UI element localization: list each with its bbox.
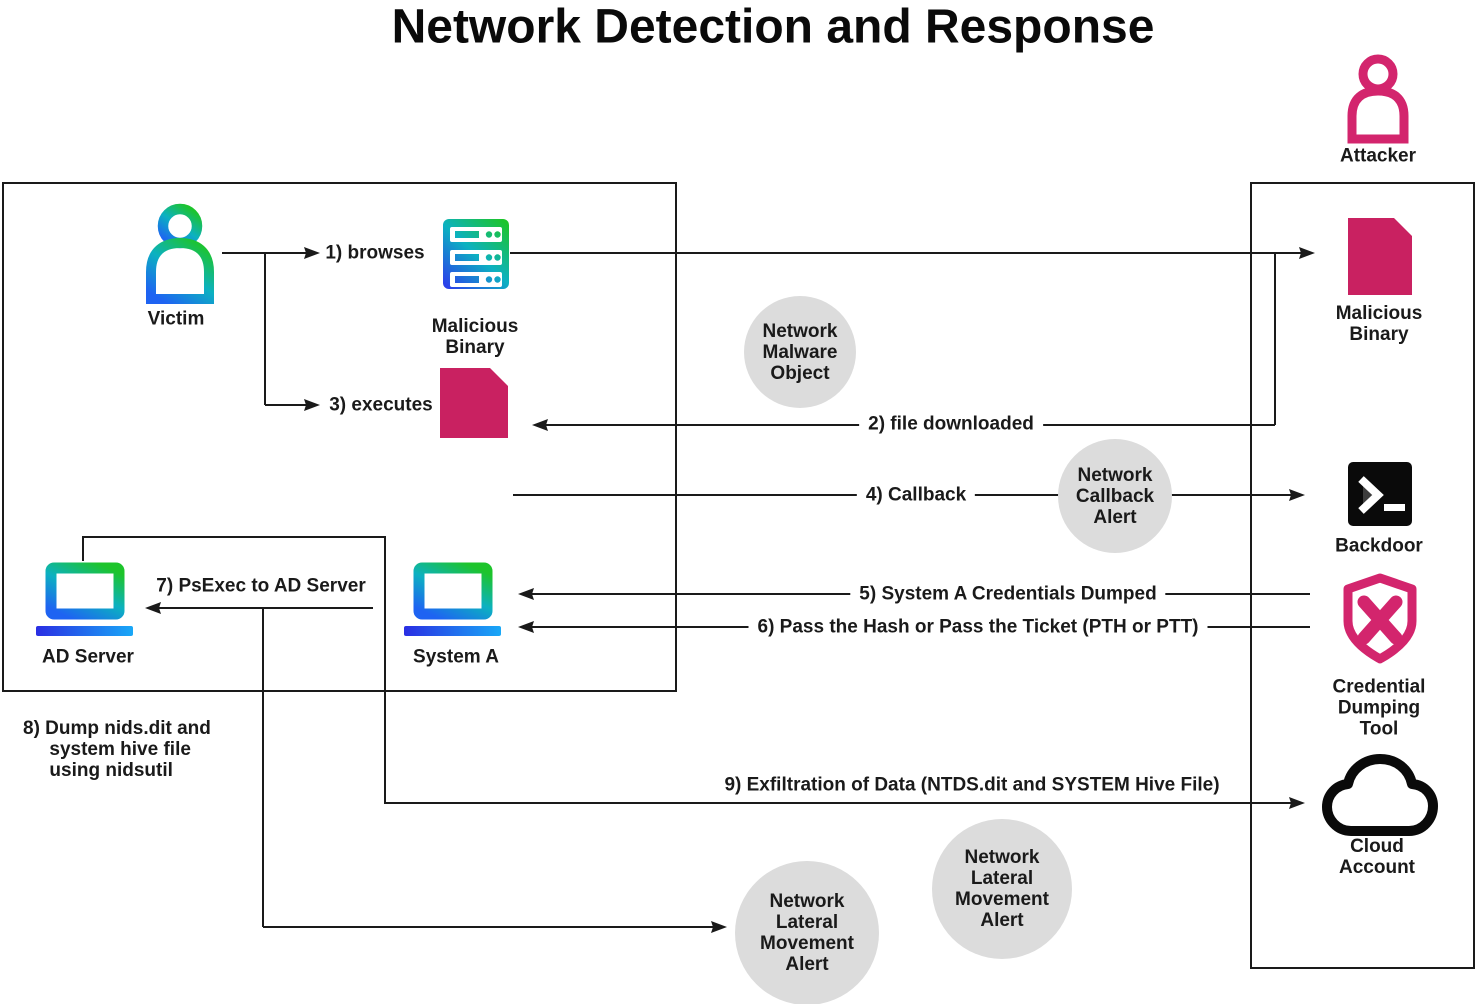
step-4-callback-label: 4) Callback: [856, 484, 976, 506]
page-title: Network Detection and Response: [391, 0, 1155, 54]
victim-label: Victim: [147, 308, 205, 330]
network-callback-alert: Network Callback Alert: [1058, 439, 1172, 553]
step-8-dump-label: 8) Dump nids.dit and system hive file us…: [23, 718, 211, 781]
malicious-binary-server-icon: [443, 219, 509, 289]
network-lateral-movement-alert-2: Network Lateral Movement Alert: [932, 819, 1072, 959]
step-2-file-downloaded-label: 2) file downloaded: [859, 413, 1043, 435]
attacker-label: Attacker: [1339, 145, 1417, 167]
ad-server-label: AD Server: [42, 646, 134, 668]
credential-dumping-shield-icon: [1343, 573, 1417, 664]
step-3-executes-label: 3) executes: [329, 394, 433, 416]
ad-server-laptop-icon: [36, 562, 133, 636]
malicious-binary-label: Malicious Binary: [1335, 303, 1423, 345]
victim-environment-box: [2, 182, 677, 692]
system-a-label: System A: [413, 646, 499, 668]
step-6-pass-the-hash-label: 6) Pass the Hash or Pass the Ticket (PTH…: [748, 616, 1208, 638]
malicious-file-icon: [440, 368, 508, 438]
backdoor-label: Backdoor: [1335, 535, 1423, 557]
arrow-exfiltration: [82, 536, 1305, 809]
malicious-binary-site-label: Malicious Binary: [431, 316, 519, 358]
victim-person-icon: [146, 203, 214, 304]
step-5-credentials-dumped-label: 5) System A Credentials Dumped: [850, 583, 1166, 605]
cloud-icon: [1322, 754, 1438, 836]
attacker-infrastructure-box: [1250, 182, 1475, 969]
malicious-binary-file-icon: [1348, 218, 1412, 295]
backdoor-terminal-icon: [1348, 462, 1412, 526]
credential-dumping-tool-label: Credential Dumping Tool: [1332, 676, 1426, 740]
network-lateral-movement-alert-1: Network Lateral Movement Alert: [735, 861, 879, 1004]
system-a-laptop-icon: [404, 562, 501, 636]
step-9-exfiltration-label: 9) Exfiltration of Data (NTDS.dit and SY…: [724, 774, 1220, 796]
cloud-account-label: Cloud Account: [1339, 836, 1415, 878]
attacker-person-icon: [1347, 54, 1409, 144]
step-7-psexec-label: 7) PsExec to AD Server: [156, 575, 366, 597]
network-malware-object-alert: Network Malware Object: [744, 296, 856, 408]
step-1-browses-label: 1) browses: [325, 242, 425, 264]
